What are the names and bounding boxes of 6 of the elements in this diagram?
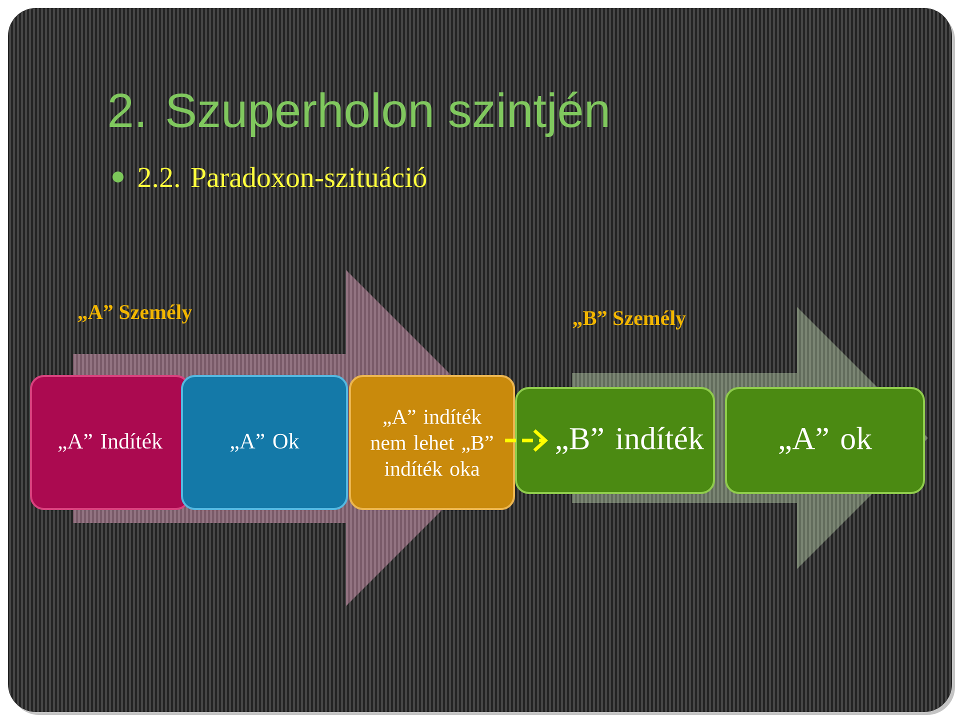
arrow	[505, 429, 548, 452]
title: 2. Szuperholon szintjén	[110, 92, 608, 137]
process-box: „B” indíték	[515, 387, 715, 494]
bullet-text: 2.2. Paradoxon-szituáció	[138, 166, 426, 188]
process-box: „A” Indíték	[30, 375, 190, 510]
process-box: „A” Ok	[181, 375, 348, 510]
